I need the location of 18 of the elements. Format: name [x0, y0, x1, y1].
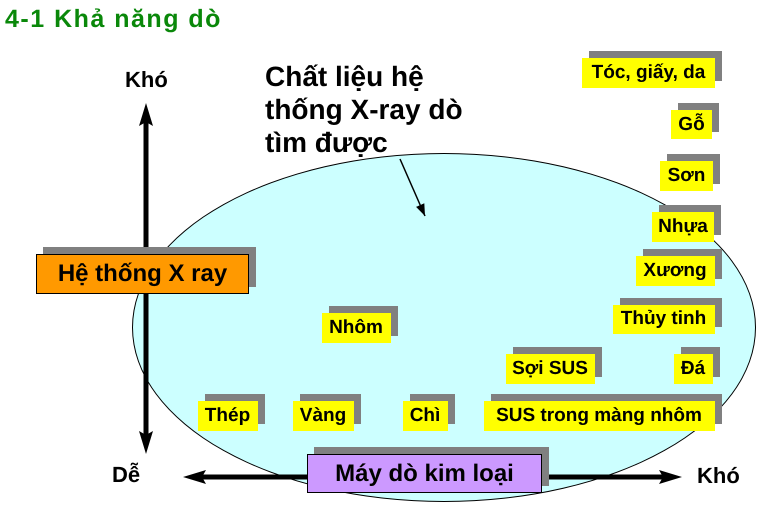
title: 4-1 Khả năng dò [5, 4, 222, 34]
material-label: Sợi SUS [506, 346, 602, 384]
material-label: Tóc, giấy, da [582, 51, 722, 88]
axis-label: Dễ [112, 462, 140, 488]
material-label: Thủy tinh [612, 298, 722, 334]
material-label: SUS trong màng nhôm [484, 394, 722, 430]
axis-label: Khó [125, 67, 168, 93]
leader-arrow [399, 158, 426, 216]
material-label: Vàng [292, 394, 360, 430]
material-label: Nhôm [322, 306, 398, 342]
material-label: Đá [674, 346, 720, 384]
material-label: Xương [636, 248, 722, 286]
material-label: Thép [198, 394, 264, 430]
material-label: Gỗ [671, 103, 719, 139]
material-label: Chì [402, 394, 454, 430]
axis-label: Khó [697, 463, 740, 489]
callout-text: Chất liệu hệ thống X-ray dò tìm được [265, 60, 490, 159]
method-box: Hệ thống X ray [36, 247, 256, 294]
